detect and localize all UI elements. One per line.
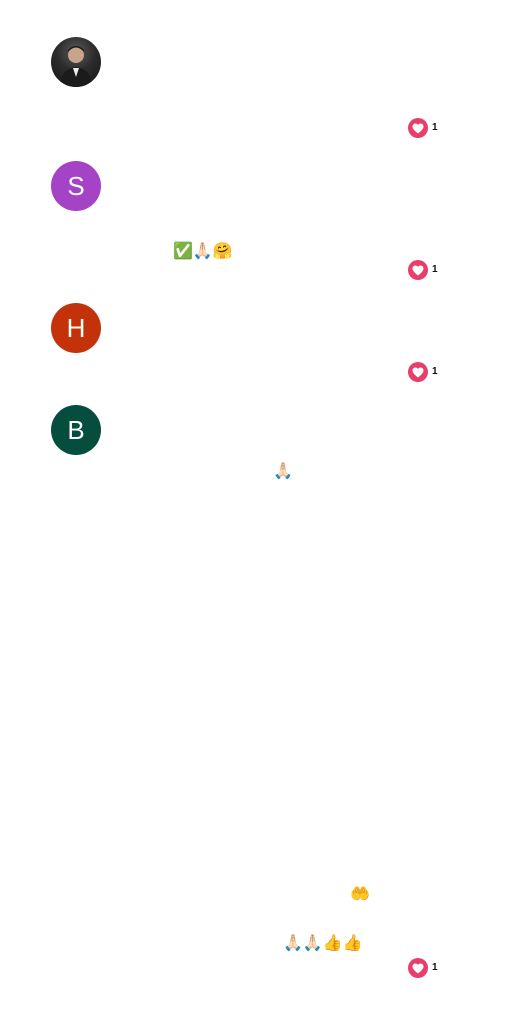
comment-text: 🙏🏻🙏🏻👍👍 [283, 933, 363, 952]
avatar-letter-s[interactable]: S [51, 161, 101, 211]
avatar-letter: S [67, 171, 85, 201]
reaction-count: 1 [432, 122, 438, 133]
reaction-count: 1 [432, 264, 438, 275]
avatar-letter: H [66, 313, 86, 343]
comment-text: 🙏🏻 [273, 461, 293, 480]
avatar-letter-h[interactable]: H [51, 303, 101, 353]
heart-icon [408, 118, 428, 138]
reaction-heart[interactable]: 1 [408, 260, 438, 280]
reaction-heart[interactable]: 1 [408, 118, 438, 138]
reaction-heart[interactable]: 1 [408, 362, 438, 382]
avatar-letter-b[interactable]: B [51, 405, 101, 455]
heart-icon [408, 362, 428, 382]
avatar-letter: B [67, 415, 85, 445]
heart-icon [408, 260, 428, 280]
person-photo-icon [59, 46, 93, 87]
reaction-count: 1 [432, 366, 438, 377]
reaction-heart[interactable]: 1 [408, 958, 438, 978]
reaction-count: 1 [432, 962, 438, 973]
heart-icon [408, 958, 428, 978]
comment-text: 🤲 [350, 884, 370, 903]
comment-text: ✅🙏🏻🤗 [173, 241, 233, 260]
avatar-user-photo[interactable] [51, 37, 101, 87]
